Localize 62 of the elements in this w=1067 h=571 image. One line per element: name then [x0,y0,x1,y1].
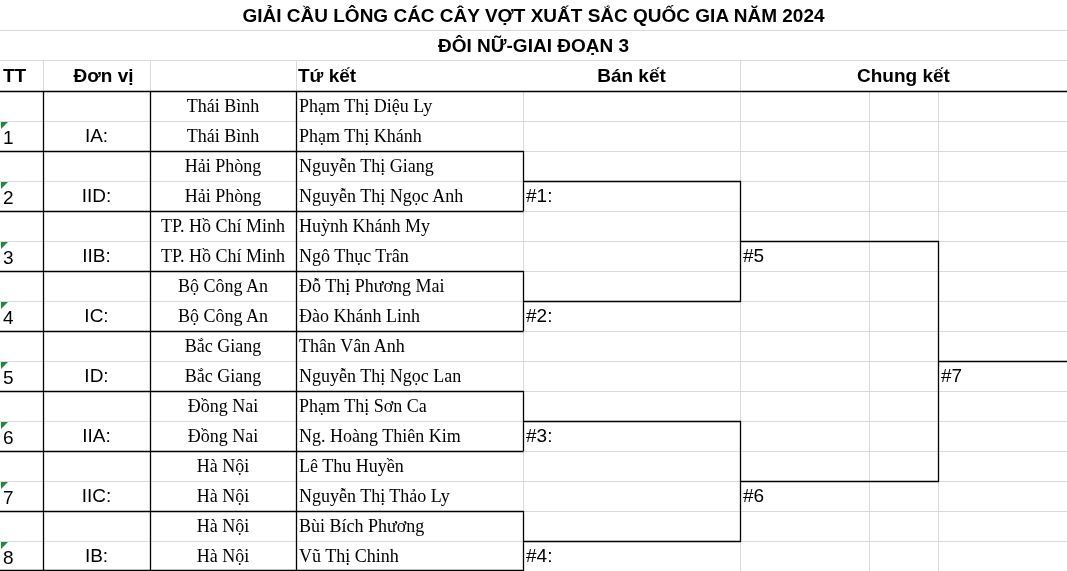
player-name: Thân Vân Anh [299,335,405,357]
row-number: 2 [3,187,14,209]
province-name: Hà Nội [196,455,250,477]
province-name: Đồng Nai [187,395,259,417]
province-name: Hải Phòng [184,185,262,207]
match-label: #6 [743,485,765,507]
row-number: 1 [3,127,14,149]
province-name: Hà Nội [196,545,250,567]
column-header: Bán kết [597,64,666,87]
province-name: Bộ Công An [178,275,268,297]
player-name: Nguyễn Thị Ngọc Anh [299,185,464,207]
row-number: 8 [3,547,14,569]
player-name: Ng. Hoàng Thiên Kim [299,425,461,447]
player-name: Phạm Thị Sơn Ca [299,395,427,417]
row-number: 5 [3,367,14,389]
match-label: #4: [526,545,553,567]
match-label: #5 [743,245,765,267]
player-name: Ngô Thục Trân [299,245,409,267]
team-code: IC: [84,305,109,327]
team-code: IIC: [81,485,112,507]
row-number: 7 [3,487,14,509]
province-name: Thái Bình [186,125,260,147]
team-code: IID: [81,185,112,207]
column-header: Đơn vị [73,64,134,87]
match-label: #7 [941,365,963,387]
player-name: Đào Khánh Linh [299,305,420,327]
province-name: TP. Hồ Chí Minh [161,215,285,237]
title: GIẢI CẦU LÔNG CÁC CÂY VỢT XUẤT SẮC QUỐC GIA NĂM 2024 [242,5,825,27]
player-name: Phạm Thị Diệu Ly [299,95,433,117]
player-name: Đỗ Thị Phương Mai [299,275,445,297]
row-number: 3 [3,247,14,269]
match-label: #1: [526,185,553,207]
team-code: IB: [84,545,109,567]
player-name: Huỳnh Khánh My [299,215,430,237]
team-code: IIA: [82,425,111,447]
player-name: Bùi Bích Phương [299,515,425,537]
team-code: ID: [84,365,109,387]
province-name: Đồng Nai [187,425,259,447]
subtitle: ĐÔI NỮ-GIAI ĐOẠN 3 [438,35,629,57]
column-header: Chung kết [857,64,950,87]
match-label: #2: [526,305,553,327]
team-code: IIB: [82,245,111,267]
player-name: Phạm Thị Khánh [299,125,422,147]
province-name: Hà Nội [196,485,250,507]
match-label: #3: [526,425,553,447]
row-number: 6 [3,427,14,449]
column-header: Tứ kết [298,64,357,87]
column-header: TT [3,64,27,87]
player-name: Nguyễn Thị Giang [299,155,434,177]
row-number: 4 [3,307,14,329]
province-name: Bắc Giang [184,335,262,357]
province-name: Hà Nội [196,515,250,537]
player-name: Lê Thu Huyền [299,455,404,477]
province-name: Bộ Công An [178,305,268,327]
player-name: Vũ Thị Chinh [299,545,399,567]
player-name: Nguyễn Thị Ngọc Lan [299,365,462,387]
province-name: Hải Phòng [184,155,262,177]
province-name: Bắc Giang [184,365,262,387]
player-name: Nguyễn Thị Thảo Ly [299,485,450,507]
team-code: IA: [84,125,109,147]
province-name: Thái Bình [186,95,260,117]
province-name: TP. Hồ Chí Minh [161,245,285,267]
